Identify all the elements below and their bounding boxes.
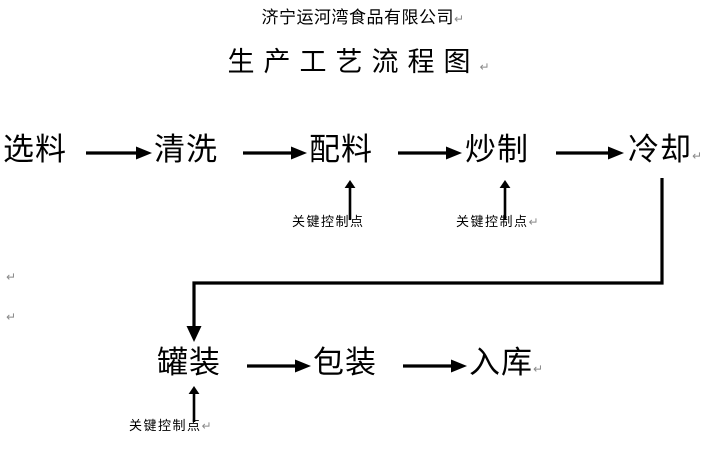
ccp-label-chaozhi: 关键控制点↵ bbox=[456, 214, 540, 232]
process-node-xuanliao: 选料 bbox=[3, 131, 67, 169]
arrow-ccp-to-peiliao bbox=[343, 180, 357, 220]
process-node-label: 清洗 bbox=[154, 132, 218, 168]
page-title: 生产工艺流程图↵ bbox=[0, 44, 726, 82]
arrow-xuanliao-to-qingxi bbox=[86, 145, 152, 161]
process-node-baozhuang: 包装 bbox=[313, 344, 377, 382]
company-name: 济宁运河湾食品有限公司↵ bbox=[0, 6, 726, 30]
arrow-ccp-to-chaozhi bbox=[498, 180, 512, 220]
arrow-chaozhi-to-lengque bbox=[556, 145, 624, 161]
process-node-lengque: 冷却↵ bbox=[628, 131, 703, 169]
arrow-ccp-to-guanzhuang bbox=[187, 386, 201, 422]
process-node-label: 选料 bbox=[3, 132, 67, 168]
ccp-label-text: 关键控制点 bbox=[292, 215, 365, 230]
ccp-label-text: 关键控制点 bbox=[456, 215, 529, 230]
arrow-peiliao-to-chaozhi bbox=[398, 145, 462, 161]
connector-lengque-to-guanzhuang bbox=[186, 178, 672, 344]
company-name-text: 济宁运河湾食品有限公司 bbox=[261, 8, 454, 28]
process-node-guanzhuang: 罐装 bbox=[157, 344, 221, 382]
pilcrow-mark: ↵ bbox=[479, 60, 499, 74]
pilcrow-mark-margin-2: ↵ bbox=[6, 310, 17, 324]
ccp-label-text: 关键控制点 bbox=[129, 419, 202, 434]
process-node-ruku: 入库↵ bbox=[469, 344, 544, 382]
process-node-label: 入库 bbox=[469, 345, 533, 381]
pilcrow-mark-margin-1: ↵ bbox=[6, 270, 17, 284]
arrow-qingxi-to-peiliao bbox=[243, 145, 307, 161]
process-node-label: 罐装 bbox=[157, 345, 221, 381]
pilcrow-mark: ↵ bbox=[528, 215, 541, 229]
pilcrow-mark: ↵ bbox=[692, 149, 704, 163]
process-node-label: 炒制 bbox=[465, 132, 529, 168]
page-title-text: 生产工艺流程图 bbox=[227, 47, 480, 78]
process-node-peiliao: 配料 bbox=[309, 131, 373, 169]
arrow-guanzhuang-to-baozhuang bbox=[247, 358, 311, 374]
process-node-label: 冷却 bbox=[628, 132, 692, 168]
pilcrow-mark: ↵ bbox=[453, 12, 465, 26]
process-node-label: 配料 bbox=[309, 132, 373, 168]
ccp-label-peiliao: 关键控制点 bbox=[292, 214, 365, 232]
process-node-label: 包装 bbox=[313, 345, 377, 381]
pilcrow-mark: ↵ bbox=[201, 419, 214, 433]
ccp-label-guanzhuang: 关键控制点↵ bbox=[129, 418, 213, 436]
process-node-chaozhi: 炒制 bbox=[465, 131, 529, 169]
arrow-baozhuang-to-ruku bbox=[403, 358, 467, 374]
pilcrow-mark: ↵ bbox=[533, 362, 545, 376]
process-node-qingxi: 清洗 bbox=[154, 131, 218, 169]
